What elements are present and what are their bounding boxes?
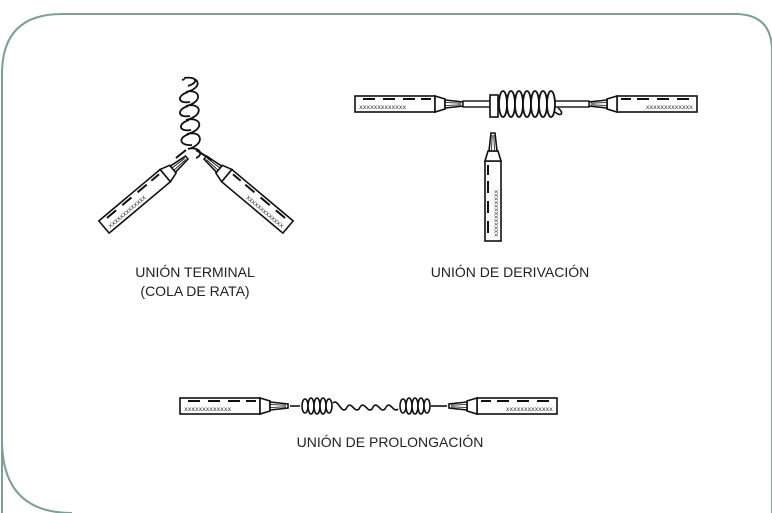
terminal-joint-caption-line1: UNIÓN TERMINAL	[135, 264, 255, 280]
extension-joint-caption: UNIÓN DE PROLONGACIÓN	[270, 433, 510, 452]
terminal-joint-caption: UNIÓN TERMINAL (COLA DE RATA)	[110, 263, 280, 301]
terminal-twist-icon	[179, 76, 202, 159]
extension-joint-caption-line1: UNIÓN DE PROLONGACIÓN	[296, 434, 484, 450]
derivation-joint-caption: UNIÓN DE DERIVACIÓN	[400, 263, 620, 282]
derivation-coil-icon	[498, 90, 563, 118]
terminal-joint-caption-line2: (COLA DE RATA)	[140, 283, 250, 299]
extension-twist-icon	[290, 397, 447, 415]
derivation-joint-figure	[354, 90, 698, 242]
derivation-joint-caption-line1: UNIÓN DE DERIVACIÓN	[430, 264, 590, 280]
terminal-joint-figure	[97, 76, 295, 235]
extension-joint-figure	[179, 397, 558, 415]
frame-corner	[1, 439, 73, 513]
